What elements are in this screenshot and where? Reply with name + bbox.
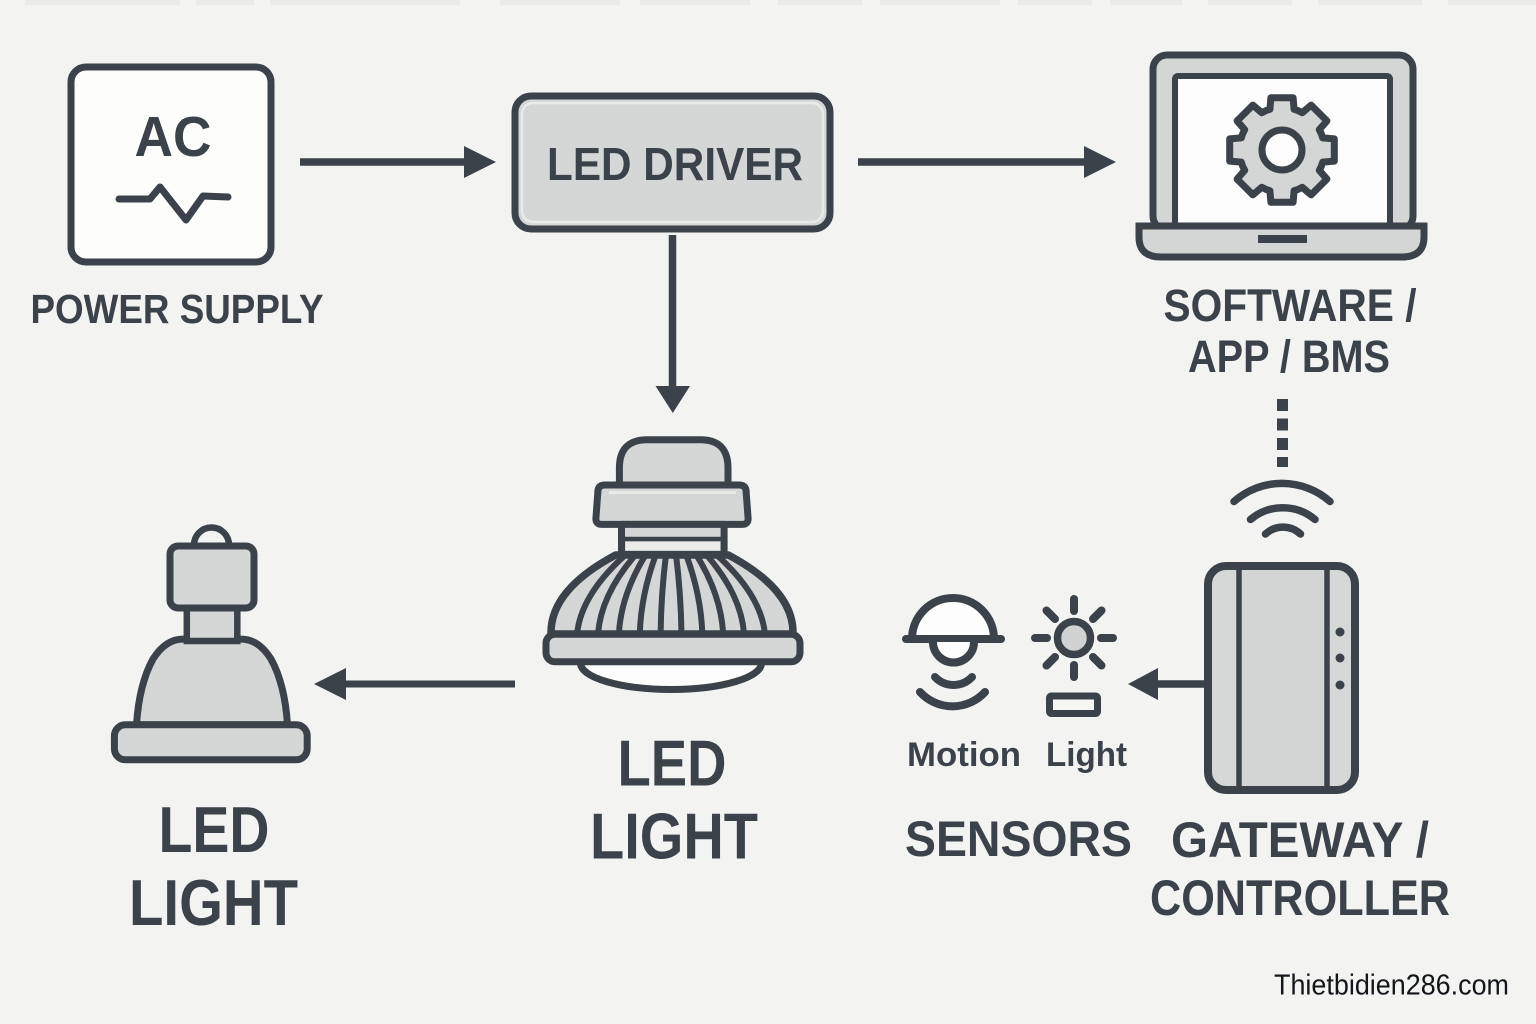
svg-text:Thietbidien286.com: Thietbidien286.com: [1274, 970, 1509, 1002]
svg-text:SOFTWARE /: SOFTWARE /: [1164, 280, 1417, 331]
svg-text:AC: AC: [135, 105, 212, 169]
svg-text:POWER SUPPLY: POWER SUPPLY: [31, 286, 324, 332]
svg-text:Motion: Motion: [907, 736, 1021, 774]
svg-text:LIGHT: LIGHT: [129, 866, 298, 939]
svg-text:LED: LED: [618, 727, 727, 800]
svg-text:GATEWAY /: GATEWAY /: [1171, 812, 1429, 868]
svg-text:LED DRIVER: LED DRIVER: [547, 138, 803, 190]
svg-text:CONTROLLER: CONTROLLER: [1150, 870, 1450, 926]
svg-text:Light: Light: [1046, 736, 1127, 774]
svg-text:LED: LED: [159, 793, 270, 866]
svg-text:LIGHT: LIGHT: [590, 800, 758, 873]
svg-text:SENSORS: SENSORS: [905, 811, 1132, 867]
svg-text:APP / BMS: APP / BMS: [1188, 331, 1390, 382]
